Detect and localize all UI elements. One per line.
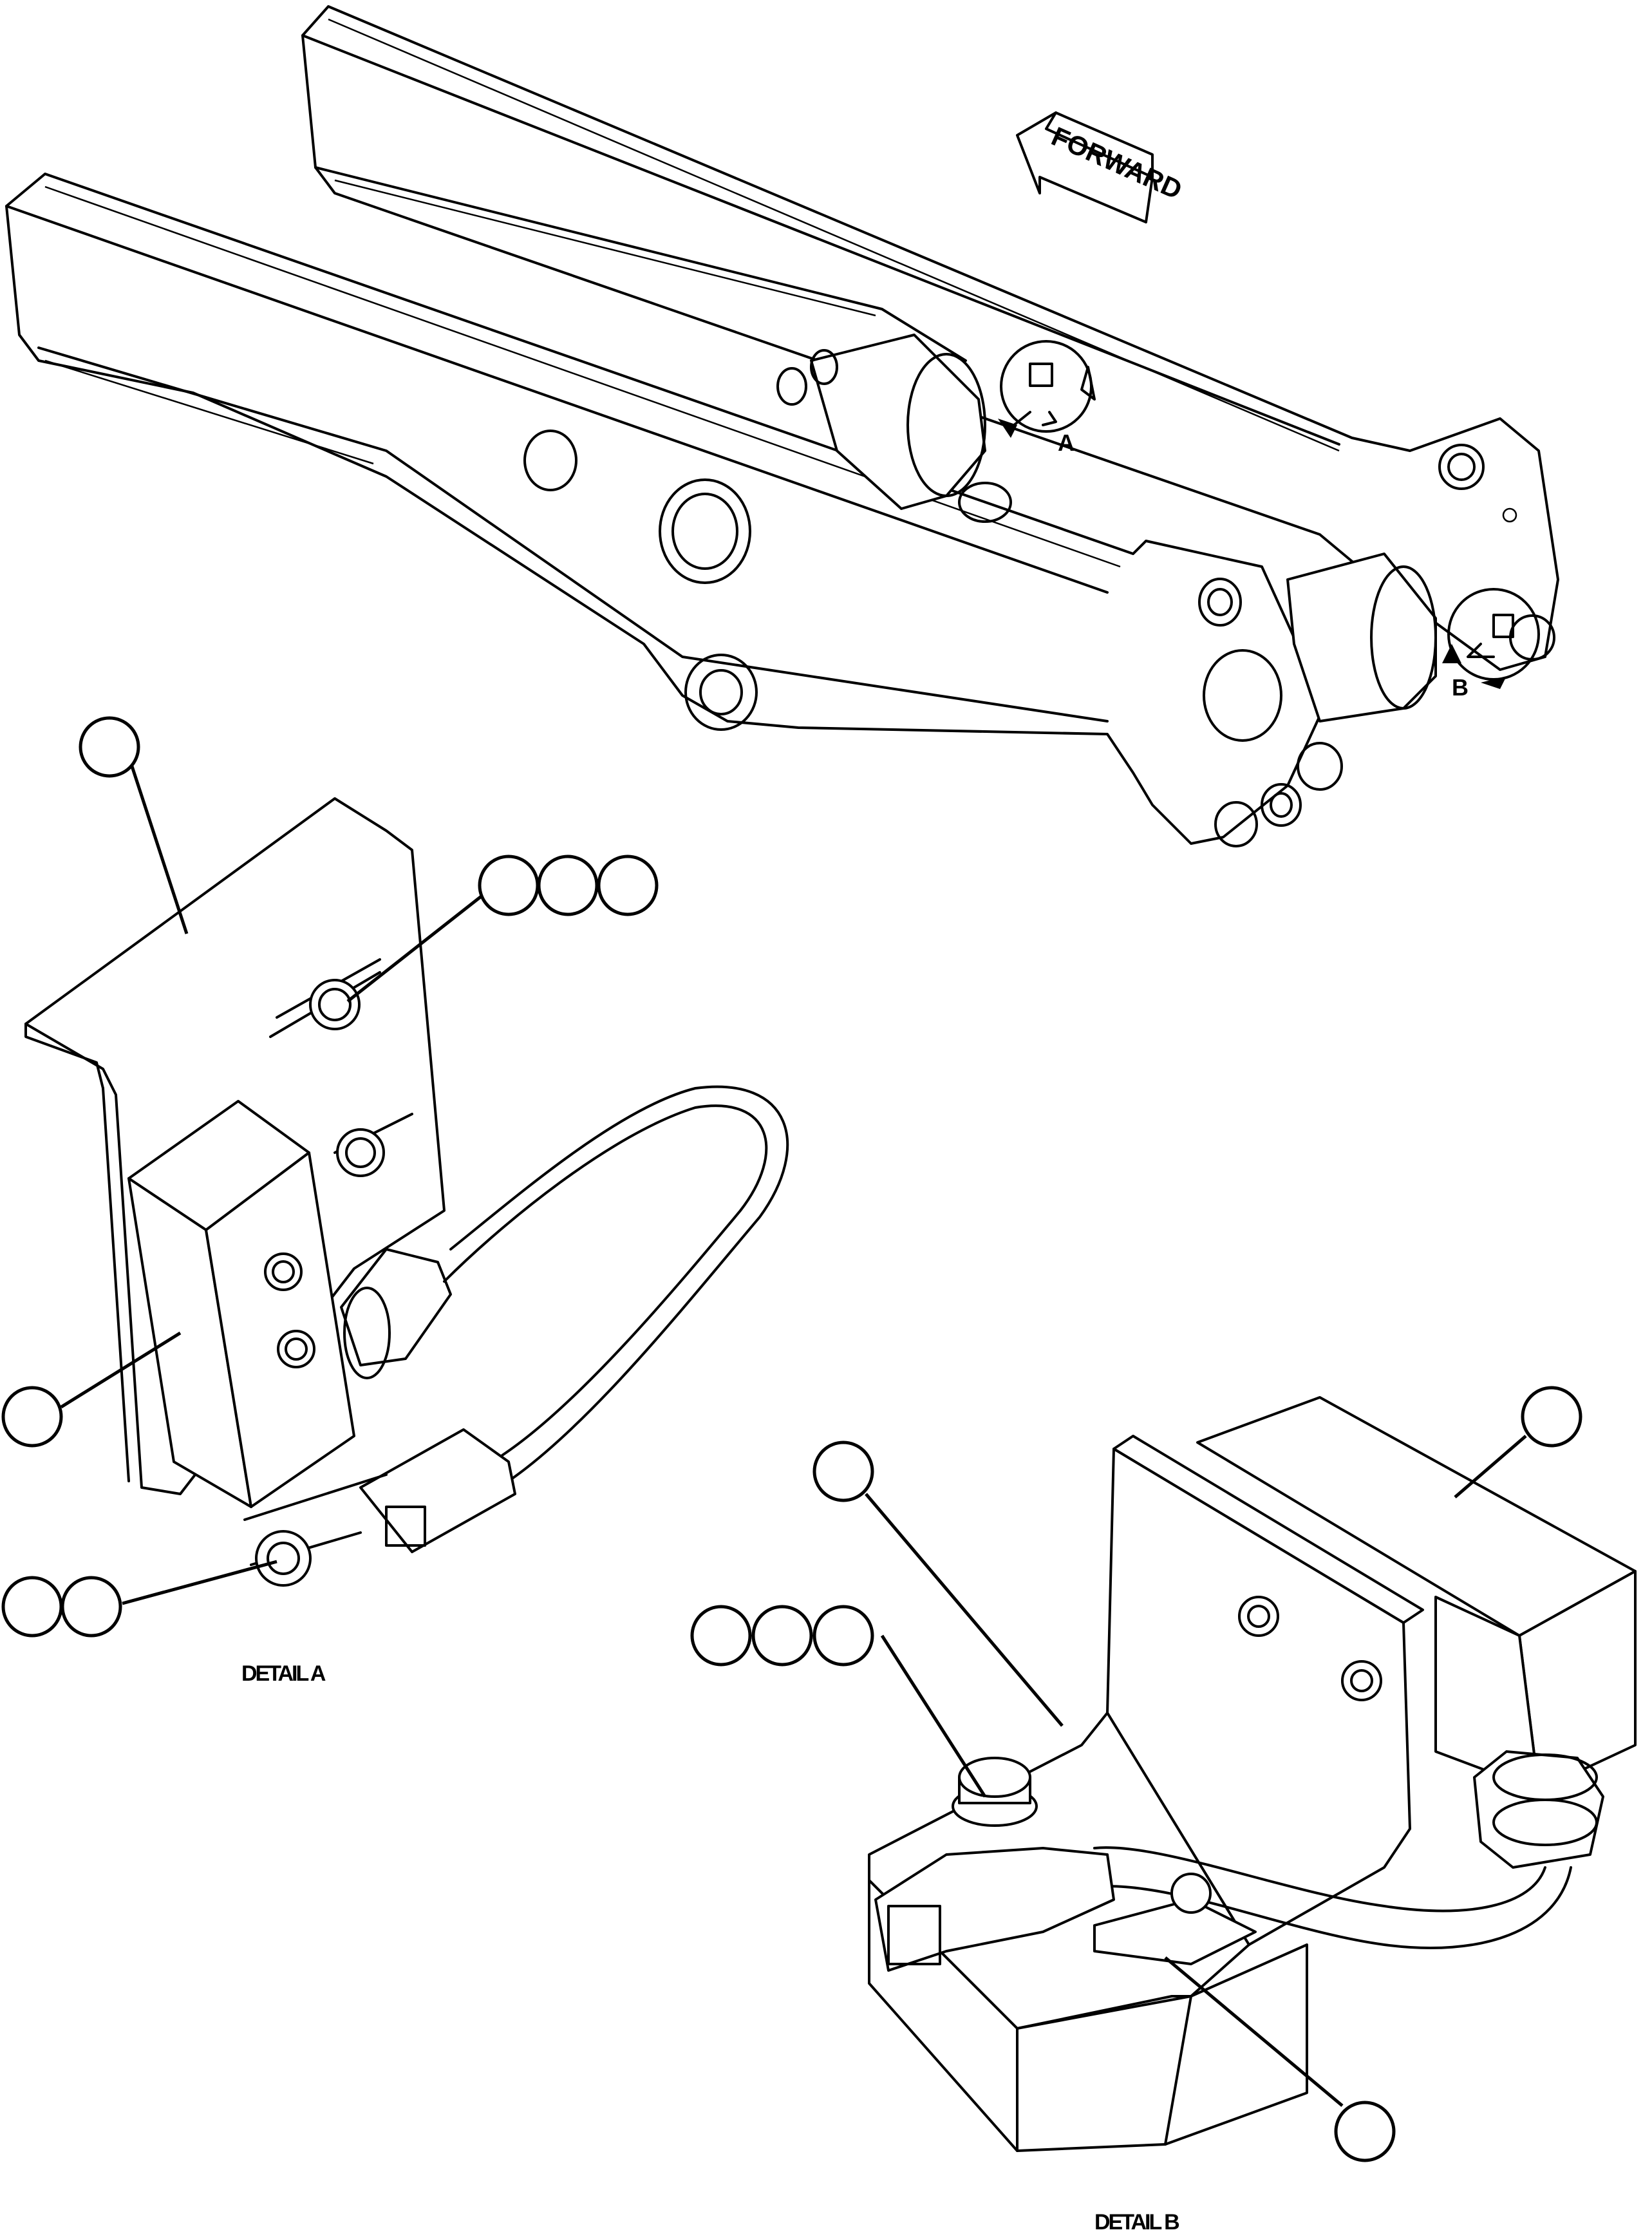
a-upper-bolt [269, 958, 381, 1038]
detail-b: DETAIL B [868, 1396, 1637, 2234]
callout-b-bracket [812, 1441, 874, 1502]
callouts [1, 716, 1582, 2162]
callout-a-ground-bolt-2 [61, 1576, 122, 1638]
a-sensor-block [127, 1100, 355, 1508]
b-sensor-block [1196, 1396, 1637, 1791]
callout-a-bolt-group-1 [478, 855, 540, 916]
b-cable [874, 1846, 1572, 1972]
callout-a-ground-bolt-1 [1, 1576, 63, 1638]
callout-a-bolt-group-2 [537, 855, 599, 916]
callout-a-bolt-group-3 [597, 855, 659, 916]
callout-b-bolt-group-2 [751, 1605, 813, 1667]
callout-a-bracket [79, 716, 140, 778]
callout-a-sensor-block [1, 1386, 63, 1448]
callout-b-sensor-block [1521, 1386, 1582, 1448]
boom-arm-assembly [5, 5, 1559, 847]
detail-a: DETAIL A [24, 797, 789, 1686]
callout-b-bolt-group-1 [690, 1605, 752, 1667]
detail-b-marker-letter: B [1452, 674, 1469, 701]
b-fitting [1473, 1750, 1604, 1869]
detail-a-marker: A [998, 340, 1096, 456]
b-mount-block [868, 1879, 1308, 2152]
cross-tube-lower [958, 482, 1437, 723]
a-cable [243, 1085, 789, 1587]
rear-arm [301, 5, 1559, 671]
a-middle-bolt [333, 1113, 413, 1177]
detail-b-marker: B [1442, 588, 1540, 701]
detail-a-marker-letter: A [1058, 430, 1075, 456]
front-arm [5, 173, 1343, 847]
cross-tube-upper [776, 334, 986, 510]
detail-b-caption: DETAIL B [1094, 2210, 1179, 2234]
callout-b-bolt-group-3 [812, 1605, 874, 1667]
detail-a-caption: DETAIL A [241, 1661, 326, 1686]
callout-b-plate [1334, 2101, 1396, 2162]
forward-arrow: FORWARD [1016, 111, 1187, 223]
